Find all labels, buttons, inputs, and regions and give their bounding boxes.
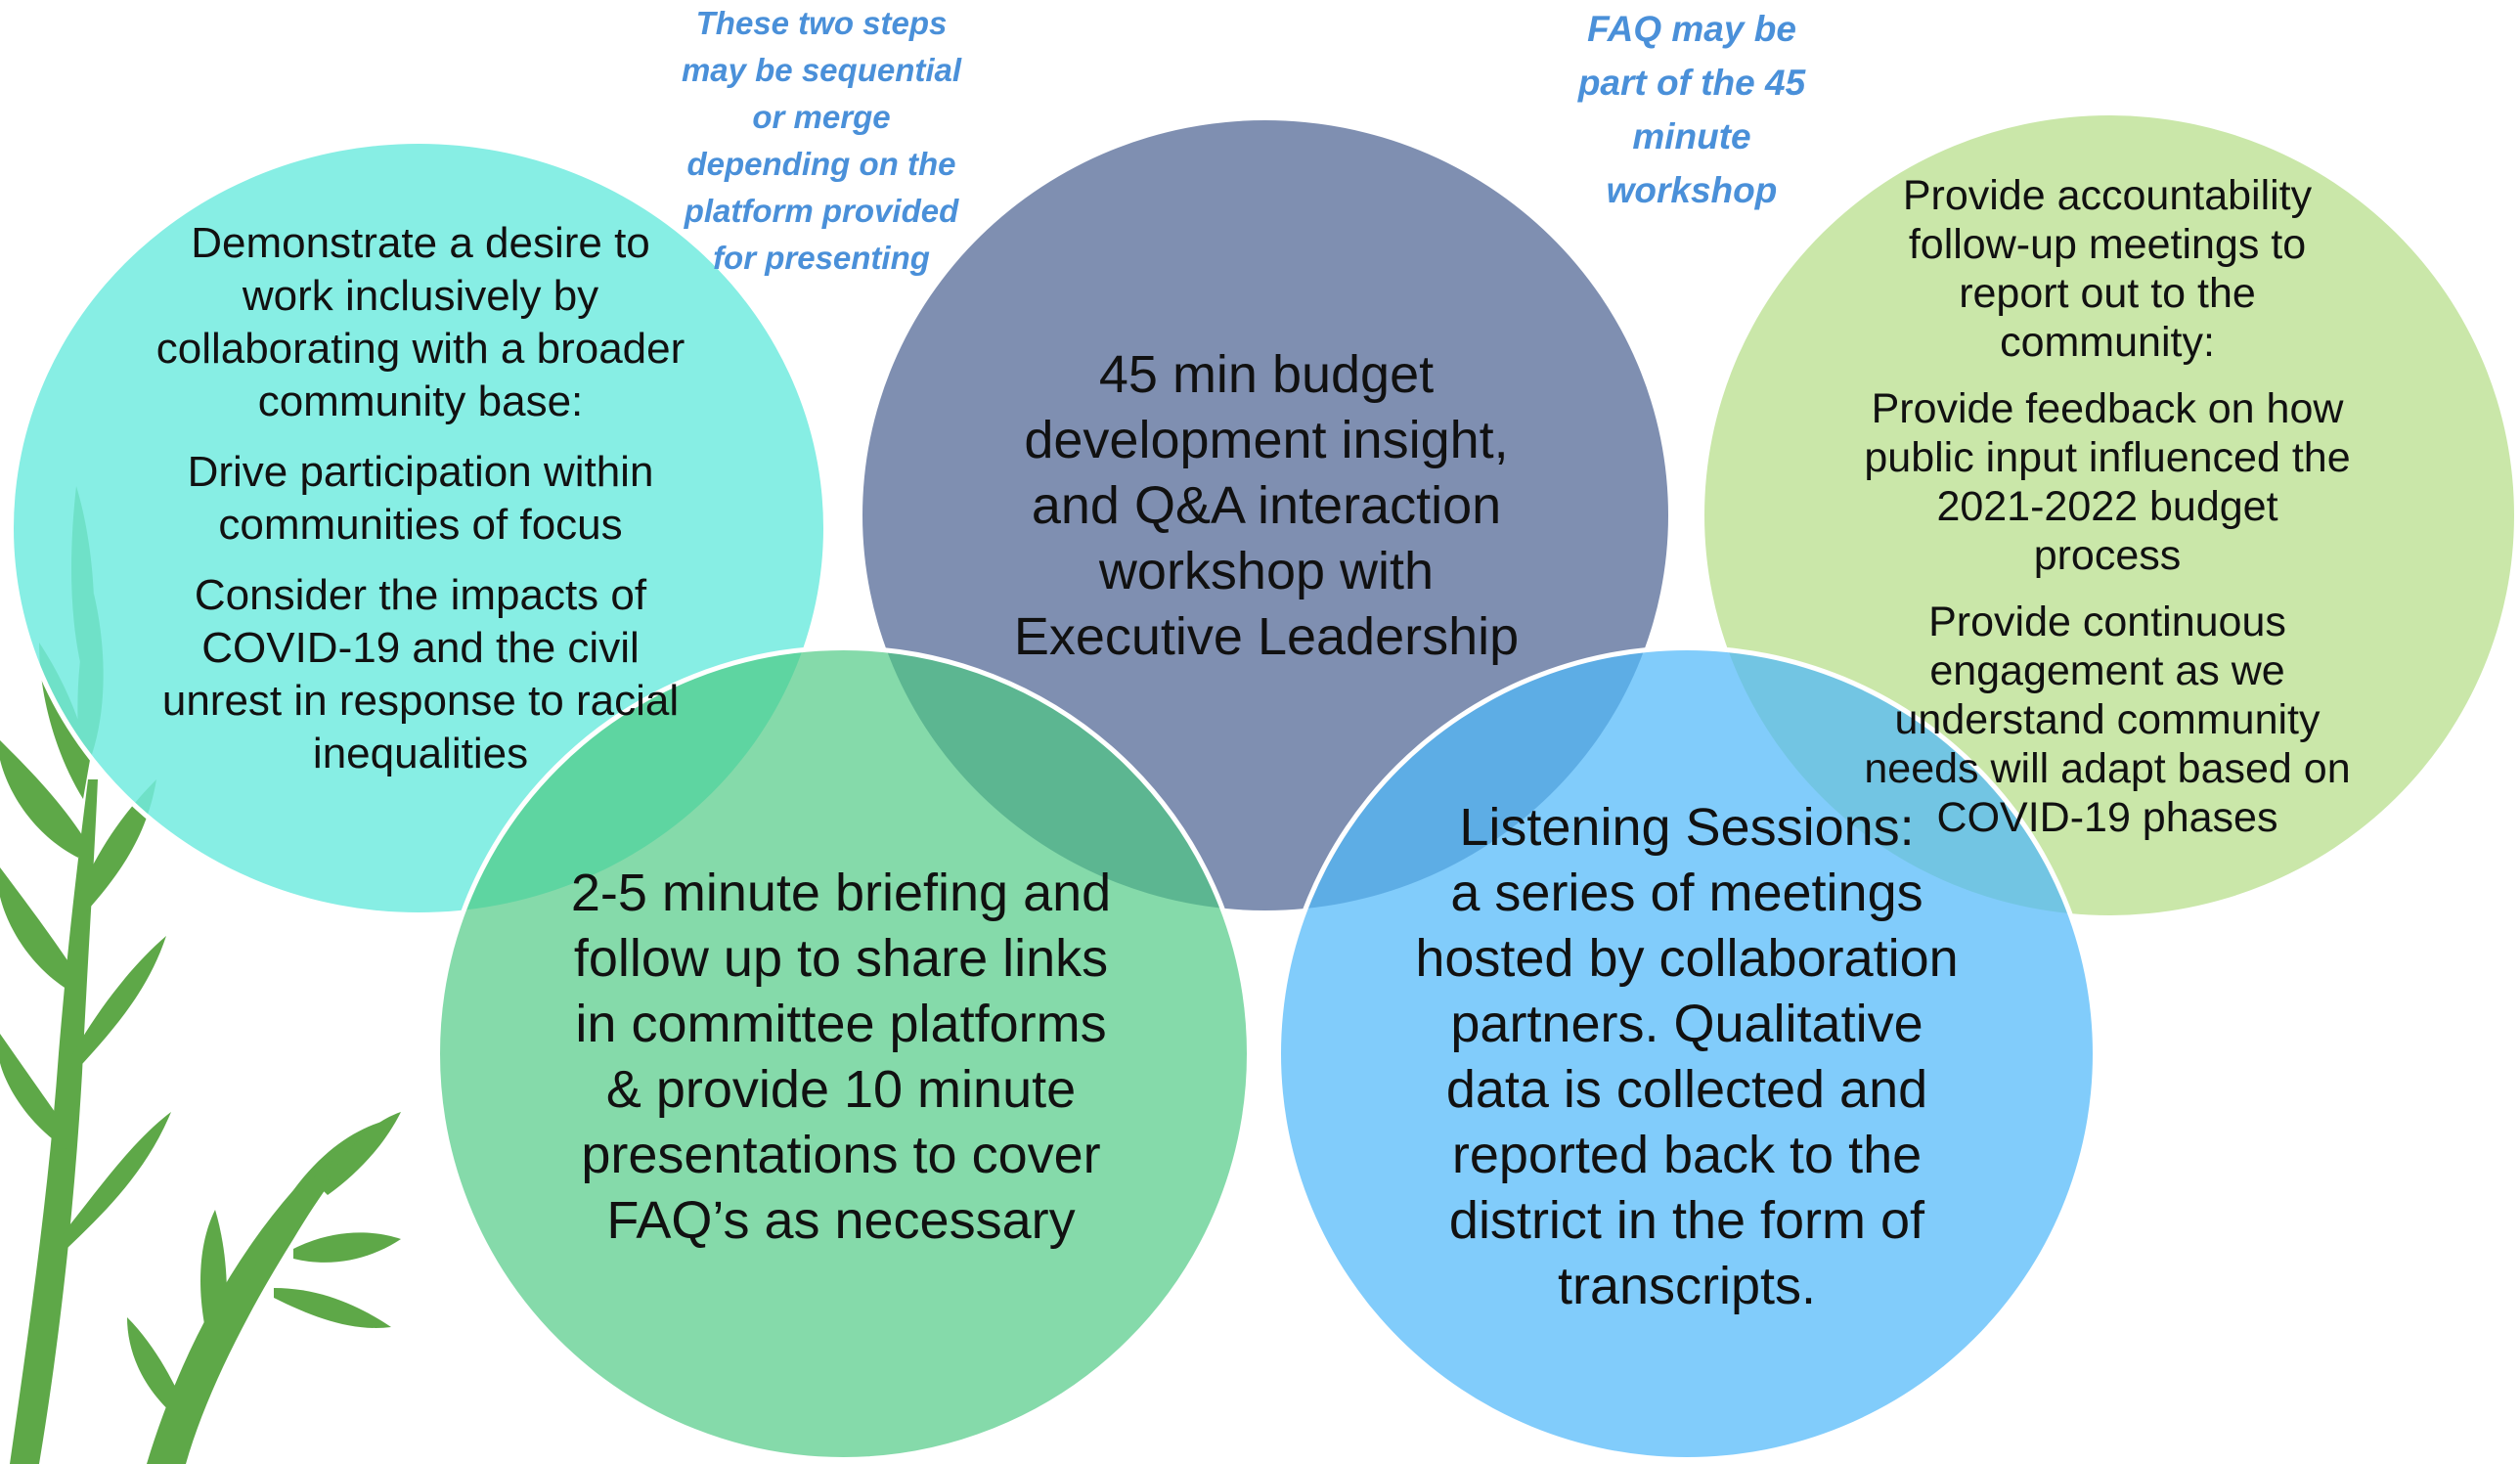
text-line: process	[2033, 532, 2182, 579]
accountability-text: Provide accountability follow-up meeting…	[1814, 171, 2401, 842]
note-line: depending on the	[686, 146, 956, 182]
text-line: Provide feedback on how	[1871, 385, 2344, 432]
note-line: minute	[1632, 116, 1751, 156]
text-line: & provide 10 minute	[605, 1060, 1077, 1119]
text-line: work inclusively by	[242, 272, 599, 320]
text-line: public input influenced the	[1864, 434, 2351, 481]
note-faq: FAQ may be part of the 45 minute worksho…	[1545, 2, 1838, 217]
text-line: follow up to share links	[573, 929, 1109, 988]
text-line: data is collected and	[1445, 1060, 1928, 1119]
briefing-text: 2-5 minute briefing and follow up to sha…	[548, 861, 1134, 1254]
text-line: COVID-19 phases	[1936, 794, 2278, 841]
text-line: Provide continuous	[1928, 599, 2286, 645]
text-line: partners. Qualitative	[1450, 995, 1923, 1053]
text-line: COVID-19 and the civil	[201, 624, 640, 672]
text-line: transcripts.	[1557, 1257, 1817, 1315]
text-line: district in the form of	[1448, 1191, 1925, 1250]
note-line: These two steps	[695, 5, 948, 41]
text-line: engagement as we	[1929, 647, 2285, 694]
note-line: part of the 45	[1577, 63, 1806, 103]
note-line: for presenting	[713, 240, 930, 276]
text-line: unrest in response to racial	[161, 677, 680, 725]
text-line: FAQ’s as necessary	[606, 1191, 1076, 1250]
accountability-heading: Provide accountability follow-up meeting…	[1814, 171, 2401, 367]
text-line: hosted by collaboration	[1415, 929, 1959, 988]
note-line: workshop	[1606, 170, 1778, 210]
note-line: may be sequential	[681, 52, 962, 88]
text-line: and Q&A interaction	[1031, 476, 1502, 535]
text-line: community:	[2000, 319, 2215, 366]
note-line: or merge	[752, 99, 891, 135]
text-line: needs will adapt based on	[1864, 745, 2351, 792]
text-line: Demonstrate a desire to	[191, 219, 650, 267]
note-line: platform provided	[684, 193, 959, 229]
circle-listening-sessions	[1276, 645, 2098, 1462]
listening-text: Listening Sessions: a series of meetings…	[1389, 795, 1985, 1319]
text-line: development insight,	[1024, 411, 1509, 469]
inclusive-heading: Demonstrate a desire to work inclusively…	[137, 217, 704, 428]
text-line: Drive participation within	[187, 448, 654, 496]
note-line: FAQ may be	[1587, 9, 1796, 49]
text-line: follow-up meetings to	[1908, 221, 2307, 268]
text-line: understand community	[1894, 696, 2321, 743]
text-line: report out to the	[1959, 270, 2256, 317]
inclusive-point-impacts: Consider the impacts of COVID-19 and the…	[137, 569, 704, 780]
text-line: a series of meetings	[1450, 864, 1923, 922]
text-line: 2-5 minute briefing and	[570, 864, 1112, 922]
text-line: reported back to the	[1451, 1126, 1923, 1184]
inclusive-text: Demonstrate a desire to work inclusively…	[137, 217, 704, 780]
text-line: presentations to cover	[581, 1126, 1101, 1184]
circle-briefing	[435, 645, 1252, 1462]
workshop-text: 45 min budget development insight, and Q…	[968, 342, 1565, 670]
text-line: 2021-2022 budget	[1936, 483, 2278, 530]
text-line: Consider the impacts of	[194, 571, 647, 619]
text-line: community base:	[257, 377, 584, 425]
inclusive-point-participation: Drive participation within communities o…	[137, 446, 704, 552]
text-line: 45 min budget	[1098, 345, 1435, 404]
text-line: in committee platforms	[575, 995, 1107, 1053]
text-line: collaborating with a broader	[155, 325, 685, 373]
accountability-point-engagement: Provide continuous engagement as we unde…	[1814, 598, 2401, 842]
text-line: communities of focus	[218, 501, 623, 549]
note-sequential-steps: These two steps may be sequential or mer…	[655, 0, 988, 282]
fern-leaf-icon	[0, 486, 401, 1464]
text-line: inequalities	[312, 730, 529, 777]
text-line: Executive Leadership	[1013, 607, 1520, 666]
accountability-point-feedback: Provide feedback on how public input inf…	[1814, 384, 2401, 580]
text-line: workshop with	[1098, 542, 1435, 600]
text-line: Provide accountability	[1902, 172, 2313, 219]
text-line: Listening Sessions:	[1459, 798, 1915, 857]
